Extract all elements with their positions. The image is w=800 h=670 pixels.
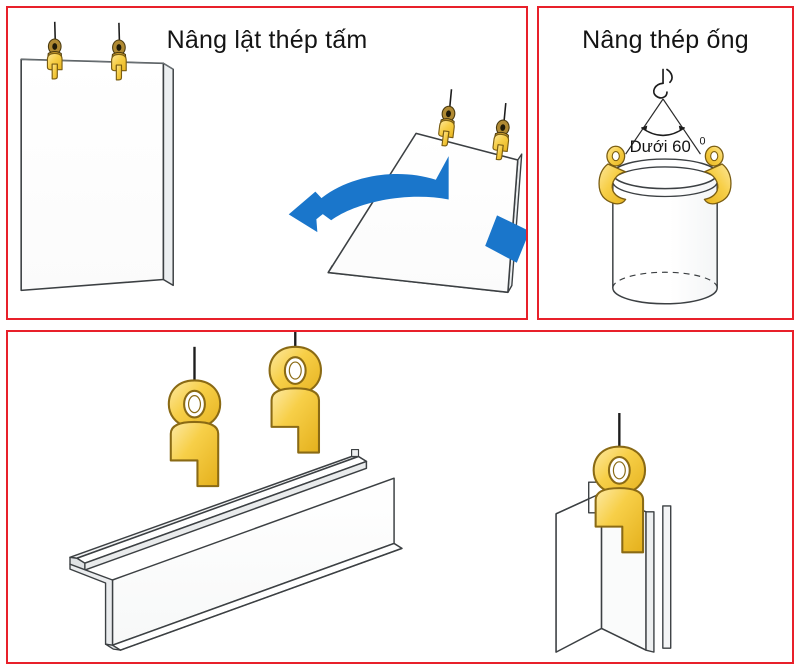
steel-plate-vertical xyxy=(20,58,174,292)
h-beam-horizontal xyxy=(69,448,403,651)
panel-pipe-title: Nâng thép ống xyxy=(582,26,749,54)
clamp-on-tilted-plate-2 xyxy=(490,101,514,162)
panel-plate-drawing xyxy=(20,21,526,294)
flip-arrow xyxy=(288,156,526,263)
clamp-on-pipe-1 xyxy=(598,145,627,205)
panel-pipe-drawing: Dưới 60 0 xyxy=(598,68,732,305)
clamp-on-horizontal-beam-1 xyxy=(167,345,222,488)
crane-hook xyxy=(652,68,673,99)
angle-arc xyxy=(640,125,686,137)
panel-plate-lifting: Nâng lật thép tấm xyxy=(6,6,528,320)
angle-annotation-text: Dưới 60 0 xyxy=(630,135,706,156)
clamp-on-pipe-2 xyxy=(703,145,732,205)
angle-annotation-superscript: 0 xyxy=(699,135,705,147)
clamp-on-tilted-plate-1 xyxy=(436,87,460,148)
panel-plate-title: Nâng lật thép tấm xyxy=(166,26,368,54)
clamp-on-horizontal-beam-2 xyxy=(268,332,323,454)
steel-plate-tilted xyxy=(327,132,523,294)
angle-annotation-label: Dưới 60 xyxy=(630,137,691,156)
panel-beam-lifting xyxy=(6,330,794,664)
h-beam-vertical xyxy=(555,481,672,653)
panel-pipe-lifting: Nâng thép ống xyxy=(537,6,794,320)
panel-beam-drawing xyxy=(69,332,672,653)
steel-pipe-cylinder xyxy=(612,158,718,305)
